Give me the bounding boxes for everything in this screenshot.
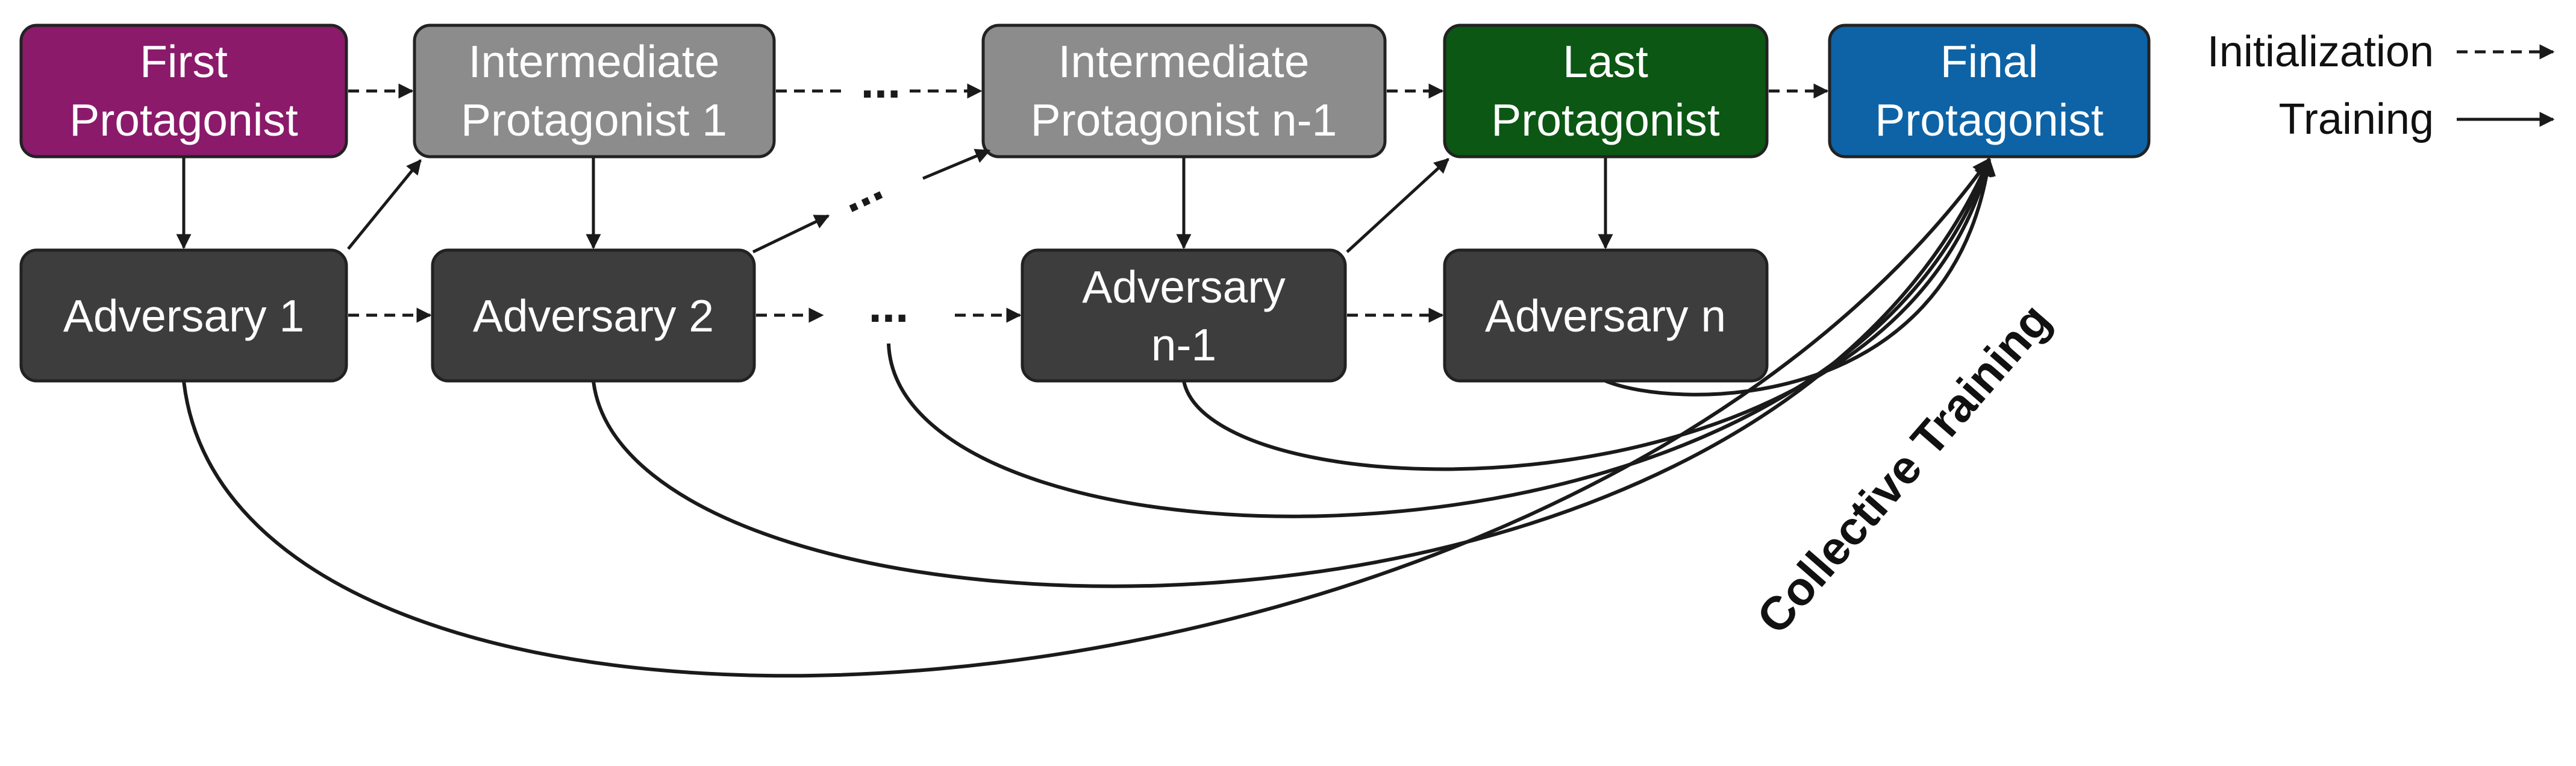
node-first-protagonist: First Protagonist xyxy=(19,24,348,159)
bottom-ellipsis: ... xyxy=(869,278,909,332)
node-last-protagonist: Last Protagonist xyxy=(1443,24,1769,159)
top-initialization-arrows: ... xyxy=(348,54,1829,108)
node-intermediate-protagonist-1-box xyxy=(413,24,776,159)
node-intermediate-protagonist-1-line1: Intermediate xyxy=(469,36,720,87)
train-arrow-adversary-n-1-to-last xyxy=(1346,158,1449,253)
train-arrow-adversary-1-to-intermediate-1 xyxy=(347,159,422,250)
node-final-protagonist-box xyxy=(1828,24,2151,159)
node-adversary-n-label: Adversary n xyxy=(1485,290,1726,341)
legend-training-label: Training xyxy=(2279,95,2434,143)
curve-adversary-n-to-final xyxy=(1604,157,1996,397)
node-intermediate-protagonist-n-1-line2: Protagonist n-1 xyxy=(1031,95,1337,145)
node-first-protagonist-line1: First xyxy=(140,36,228,87)
collective-training-label: Collective Training xyxy=(1746,294,2060,644)
curve-ellipsis-to-final xyxy=(887,157,1993,518)
diagonal-training-arrows: ... xyxy=(347,149,1449,254)
node-adversary-n-1-box xyxy=(1021,248,1347,383)
vertical-training-arrows xyxy=(176,158,1613,250)
node-adversary-2: Adversary 2 xyxy=(431,248,756,383)
node-adversary-2-label: Adversary 2 xyxy=(473,290,714,341)
node-last-protagonist-box xyxy=(1443,24,1769,159)
node-first-protagonist-box xyxy=(19,24,348,159)
curve-adversary-1-to-final xyxy=(182,157,1991,678)
node-first-protagonist-line2: Protagonist xyxy=(69,95,298,145)
top-ellipsis: ... xyxy=(861,54,901,108)
node-last-protagonist-line2: Protagonist xyxy=(1491,95,1720,145)
node-final-protagonist-line2: Protagonist xyxy=(1875,95,2104,145)
node-final-protagonist: Final Protagonist xyxy=(1828,24,2151,159)
train-arrow-adversary-2-to-ellipsis xyxy=(752,214,830,254)
node-last-protagonist-line1: Last xyxy=(1563,36,1648,87)
node-adversary-n-1-line2: n-1 xyxy=(1151,319,1216,370)
node-adversary-n-1: Adversary n-1 xyxy=(1021,248,1347,383)
train-arrow-ellipsis-to-intermediate-n-1 xyxy=(922,149,991,180)
legend: Initialization Training xyxy=(2207,28,2555,143)
bottom-initialization-arrows: ... xyxy=(348,278,1444,332)
node-intermediate-protagonist-n-1-line1: Intermediate xyxy=(1058,36,1310,87)
diagonal-ellipsis: ... xyxy=(831,157,890,223)
node-adversary-1-box xyxy=(19,248,348,383)
node-adversary-2-box xyxy=(431,248,756,383)
legend-initialization-label: Initialization xyxy=(2207,28,2434,76)
node-intermediate-protagonist-n-1-box xyxy=(981,24,1387,159)
collective-training-curves xyxy=(182,157,1996,678)
node-intermediate-protagonist-1-line2: Protagonist 1 xyxy=(461,95,727,145)
node-adversary-1: Adversary 1 xyxy=(19,248,348,383)
node-adversary-n-1-line1: Adversary xyxy=(1082,262,1286,312)
node-intermediate-protagonist-n-1: Intermediate Protagonist n-1 xyxy=(981,24,1387,159)
node-final-protagonist-line1: Final xyxy=(1940,36,2039,87)
node-intermediate-protagonist-1: Intermediate Protagonist 1 xyxy=(413,24,776,159)
curve-adversary-n1-to-final xyxy=(1182,157,1995,471)
node-adversary-n: Adversary n xyxy=(1443,248,1769,383)
node-adversary-1-label: Adversary 1 xyxy=(63,290,304,341)
node-adversary-n-box xyxy=(1443,248,1769,383)
